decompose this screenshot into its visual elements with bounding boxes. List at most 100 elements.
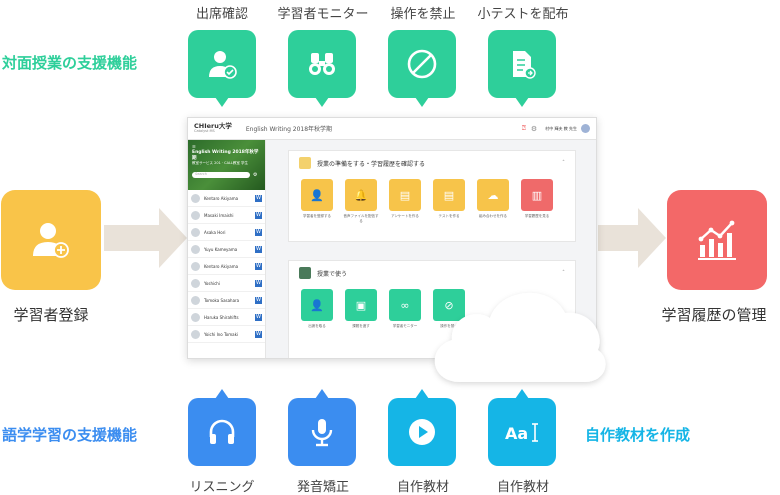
prep-action-icon: ▤: [433, 179, 465, 211]
language-support-title: 語学学習の支援機能: [2, 426, 138, 444]
play-icon: [409, 419, 435, 445]
student-name: Kentaro Akiyama: [204, 195, 239, 201]
attendance-tile[interactable]: [188, 30, 256, 107]
word-doc-icon[interactable]: W: [255, 245, 262, 253]
prep-panel: 授業の準備をする・学習履歴を確認する ˆ 👤学習者を登録する 🔔 音声ファイルを配信…: [288, 150, 576, 242]
word-doc-icon[interactable]: W: [255, 330, 262, 338]
settings-icon[interactable]: ⚙: [530, 124, 538, 133]
prep-action[interactable]: ▤テストを作る: [431, 179, 467, 224]
class-action[interactable]: ∞学習者モニター: [387, 289, 423, 329]
word-doc-icon[interactable]: W: [255, 194, 262, 202]
search-input[interactable]: Search: [192, 172, 250, 178]
document-send-icon: [513, 51, 536, 79]
student-avatar: [191, 278, 200, 288]
word-doc-icon[interactable]: W: [255, 296, 262, 304]
word-doc-icon[interactable]: W: [255, 313, 262, 321]
collapse-icon[interactable]: ˆ: [562, 159, 565, 167]
prep-panel-title: 授業の準備をする・学習履歴を確認する: [317, 160, 426, 168]
pronunciation-tile[interactable]: [288, 389, 356, 466]
prep-action-label: 学習者を登録する: [303, 214, 331, 218]
svg-text:Aa: Aa: [505, 424, 528, 443]
bar-chart-icon: [698, 220, 736, 260]
class-action-icon: ▣: [345, 289, 377, 321]
arrow-left-body: [104, 225, 159, 251]
self-material-label-1: 自作教材: [396, 480, 449, 495]
collapse-icon[interactable]: ˆ: [562, 269, 565, 277]
prep-action-icon: ☁: [477, 179, 509, 211]
microphone-icon: [311, 419, 333, 447]
listening-tile[interactable]: [188, 389, 256, 466]
app-sub: Catalyst MS: [194, 129, 215, 134]
student-row[interactable]: Haruka Shirahifts W: [188, 309, 265, 326]
notification-icon[interactable]: ⍰: [521, 124, 526, 132]
class-action-label: 学習者モニター: [392, 324, 418, 328]
prep-action[interactable]: 🔔 音声ファイルを配信する: [343, 179, 379, 224]
teacher-name: 村中 輝夫 教 先生: [545, 125, 577, 131]
student-name: Tomoka Sasahara: [204, 297, 240, 303]
prep-action-icon: ▤: [389, 179, 421, 211]
learner-monitor-tile[interactable]: [288, 30, 356, 107]
student-avatar: [191, 227, 200, 237]
headphones-icon: [209, 419, 235, 444]
prep-action-icon: ▥: [521, 179, 553, 211]
student-row[interactable]: Kentaro Akiyama W: [188, 190, 265, 207]
distribute-quiz-label: 小テストを配布: [477, 7, 569, 22]
distribute-quiz-tile[interactable]: [488, 30, 556, 107]
app-name: CHIeru大学: [194, 122, 232, 130]
self-material-text-tile[interactable]: Aa: [488, 389, 556, 466]
student-name: Yuyu Kameyama: [204, 246, 238, 252]
course-title: English Writing 2018年秋学期: [245, 126, 333, 133]
prep-action-label: 音声ファイルを配信する: [343, 214, 379, 223]
self-material-label-2: 自作教材: [496, 480, 549, 495]
student-row[interactable]: Yoichi Ino Tomaki W: [188, 326, 265, 343]
prep-action-label: 学習履歴を見る: [524, 214, 550, 218]
class-panel-icon: [299, 267, 311, 279]
learner-monitor-label: 学習者モニター: [277, 7, 369, 22]
text-aa-icon: Aa: [505, 423, 538, 443]
word-doc-icon[interactable]: W: [255, 228, 262, 236]
prep-action[interactable]: 👤学習者を登録する: [299, 179, 335, 224]
student-avatar: [191, 329, 200, 339]
prep-action-label: 組み合わせを作る: [479, 214, 507, 218]
class-action[interactable]: ▣ 課題を渡す: [343, 289, 379, 329]
arrow-left-head: [159, 208, 187, 268]
pronunciation-label: 発音矯正: [296, 480, 349, 495]
history-management-label: 学習履歴の管理: [661, 306, 767, 324]
student-row[interactable]: Tomoka Sasahara W: [188, 292, 265, 309]
class-action[interactable]: ⊘操作を禁止: [431, 289, 467, 329]
student-name: Kentaro Akiyama: [204, 263, 239, 269]
student-name: Haruka Shirahifts: [204, 314, 239, 320]
arrow-right-body: [598, 225, 638, 251]
word-doc-icon[interactable]: W: [255, 211, 262, 219]
class-action-label: 課題を渡す: [352, 324, 370, 328]
prep-action[interactable]: ☁ 組み合わせを作る: [475, 179, 511, 224]
history-management-tile[interactable]: [667, 190, 767, 290]
self-material-video-tile[interactable]: [388, 389, 456, 466]
prohibit-operation-label: 操作を禁止: [390, 7, 456, 22]
listening-label: リスニング: [189, 480, 255, 495]
filter-icon[interactable]: ⚙: [253, 172, 258, 178]
student-name: Yoichi Ino Tomaki: [204, 331, 239, 337]
word-doc-icon[interactable]: W: [255, 279, 262, 287]
app-header: CHIeru大学 Catalyst MS English Writing 201…: [188, 118, 596, 140]
student-row[interactable]: Kentaro Akiyama W: [188, 258, 265, 275]
student-avatar: [191, 312, 200, 322]
student-row[interactable]: Yoshichi W: [188, 275, 265, 292]
word-doc-icon[interactable]: W: [255, 262, 262, 270]
class-panel-grid: 👤出席を取る ▣ 課題を渡す ∞学習者モニター⊘操作を禁止: [289, 285, 575, 333]
avatar[interactable]: [581, 124, 590, 133]
side-course-title: English Writing 2018年秋学期: [192, 150, 259, 161]
learner-registration-tile[interactable]: [1, 190, 101, 290]
student-name: Yoshichi: [204, 280, 220, 286]
learner-registration-label: 学習者登録: [13, 306, 89, 324]
prep-action[interactable]: ▥ 学習履歴を見る: [519, 179, 555, 224]
class-action[interactable]: 👤出席を取る: [299, 289, 335, 329]
prep-action-icon: 🔔: [345, 179, 377, 211]
student-row[interactable]: Yuyu Kameyama W: [188, 241, 265, 258]
prep-action[interactable]: ▤アンケートを作る: [387, 179, 423, 224]
prohibit-operation-tile[interactable]: [388, 30, 456, 107]
student-avatar: [191, 295, 200, 305]
